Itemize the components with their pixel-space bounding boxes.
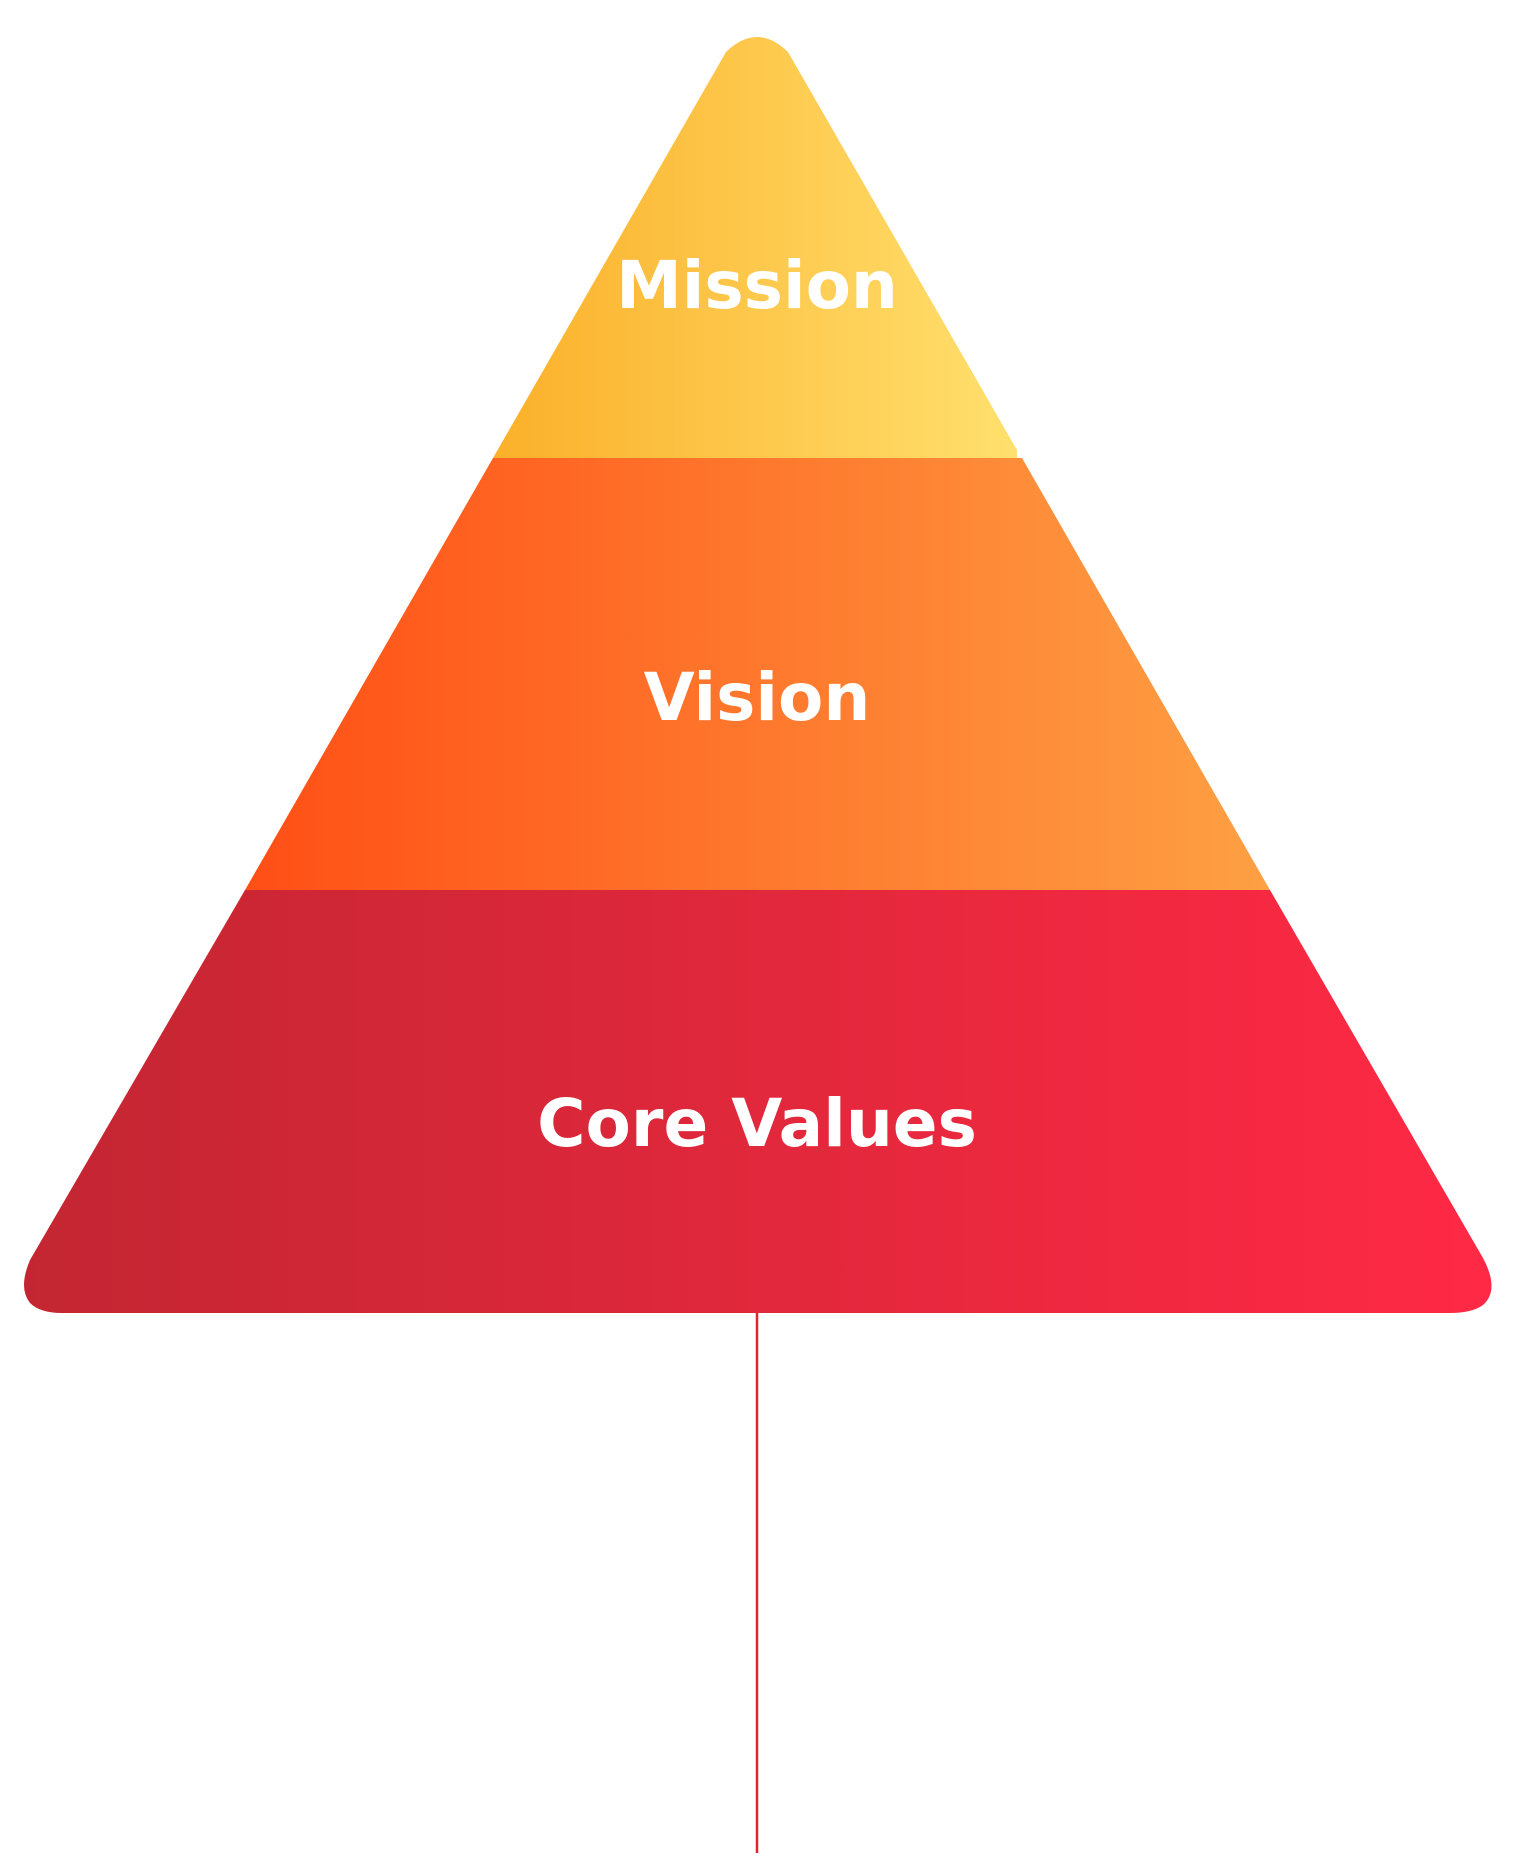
tier-core-values: Core Values — [24, 890, 1492, 1313]
tier-mission: Mission — [493, 37, 1017, 458]
tier-mission-shape — [493, 37, 1017, 458]
tier-vision-label: Vision — [644, 659, 871, 736]
tier-core-values-shape — [24, 890, 1492, 1313]
tier-core-values-label: Core Values — [537, 1085, 977, 1162]
tier-vision-shape — [245, 458, 1270, 890]
tier-vision: Vision — [245, 458, 1270, 890]
tier-mission-label: Mission — [616, 247, 898, 324]
